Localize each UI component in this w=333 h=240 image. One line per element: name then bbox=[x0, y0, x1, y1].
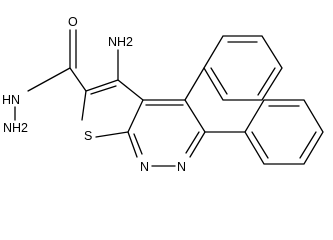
hydrazide-nh-n-label: N bbox=[11, 93, 20, 107]
bond-n-c7a bbox=[127, 131, 138, 158]
amino-nh2-label: NH2 bbox=[108, 35, 133, 49]
phenyl1-double-b bbox=[257, 67, 276, 96]
bond-n-c7a-double bbox=[133, 133, 143, 155]
bond-c5-n bbox=[189, 131, 206, 158]
bond-carbonyl-c-nh bbox=[27, 67, 71, 92]
thiophene-sulfur-label: S bbox=[84, 129, 92, 143]
bond-c7a-c3a bbox=[127, 99, 144, 133]
bond-c4-c5 bbox=[184, 99, 206, 133]
phenyl2-ring bbox=[244, 99, 324, 165]
atom-label-layer: NH2 O H N NH2 S N N bbox=[2, 15, 186, 174]
bond-layer bbox=[14, 29, 324, 167]
carbonyl-oxygen-label: O bbox=[68, 15, 78, 29]
phenyl1-ring bbox=[203, 35, 283, 101]
bond-c3-c6 bbox=[85, 79, 119, 92]
phenyl2-double-b bbox=[299, 131, 317, 159]
bond-c6-carbonyl-c bbox=[69, 67, 87, 92]
chemical-structure-diagram: NH2 O H N NH2 S N N bbox=[2, 15, 324, 174]
pyridazine-n2-label: N bbox=[177, 160, 186, 174]
bond-c6-s bbox=[81, 90, 87, 121]
bond-c3a-c3 bbox=[117, 79, 144, 101]
bond-c5-n-double bbox=[185, 131, 200, 154]
phenyl2-double-c bbox=[251, 131, 269, 159]
hydrazide-nh-h-label: H bbox=[2, 93, 11, 107]
bond-c4-phenyl1 bbox=[184, 67, 205, 101]
bond-s-c7a bbox=[95, 131, 129, 138]
phenyl1-double-c bbox=[210, 67, 228, 95]
pyridazine-n1-label: N bbox=[140, 160, 149, 174]
hydrazide-nh2-label: NH2 bbox=[3, 121, 28, 135]
bond-c3-c6-double bbox=[90, 85, 117, 95]
